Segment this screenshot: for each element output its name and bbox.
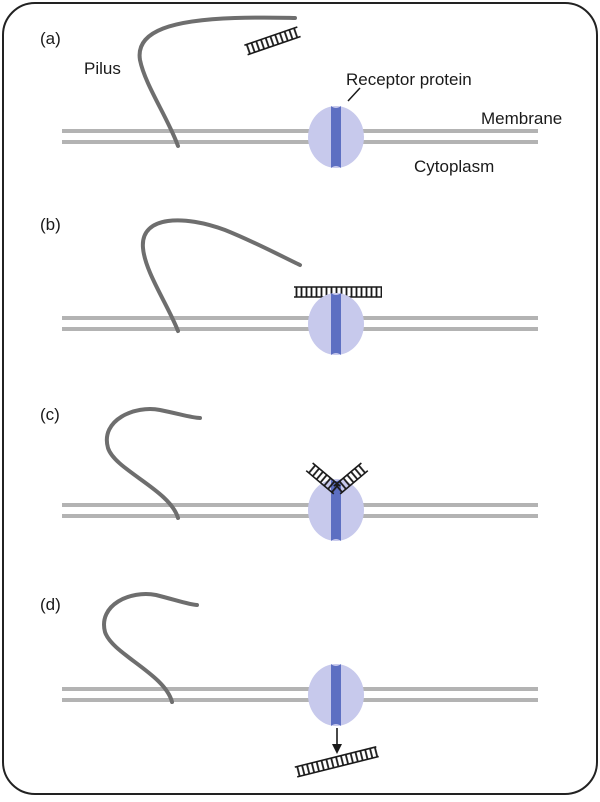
pilus (104, 407, 202, 520)
panel-b: (b) (40, 215, 538, 355)
panel-label-b: (b) (40, 215, 61, 234)
panel-label-d: (d) (40, 595, 61, 614)
cytoplasm-label: Cytoplasm (414, 157, 494, 176)
panel-label-a: (a) (40, 29, 61, 48)
membrane (62, 129, 538, 144)
membrane (62, 687, 538, 702)
receptor-protein (308, 106, 364, 168)
panel-c: (c) (40, 405, 538, 541)
pilus (140, 218, 302, 333)
pilus (137, 15, 297, 148)
receptor-leader-line (347, 87, 361, 102)
receptor-protein (308, 479, 364, 541)
receptor-protein (308, 293, 364, 355)
receptor-label: Receptor protein (346, 70, 472, 89)
dna-fragment (294, 746, 379, 778)
membrane-label: Membrane (481, 109, 562, 128)
membrane (62, 316, 538, 331)
pilus (102, 592, 199, 704)
receptor-protein (308, 664, 364, 726)
panel-d: (d) (40, 592, 538, 778)
panel-a: (a) Pilus Receptor protein Membrane Cyto… (40, 15, 562, 176)
pilus-label: Pilus (84, 59, 121, 78)
panel-label-c: (c) (40, 405, 60, 424)
membrane (62, 503, 538, 518)
dna-fragment-bent (305, 462, 369, 495)
down-arrow (332, 728, 342, 754)
dna-fragment (244, 26, 301, 56)
